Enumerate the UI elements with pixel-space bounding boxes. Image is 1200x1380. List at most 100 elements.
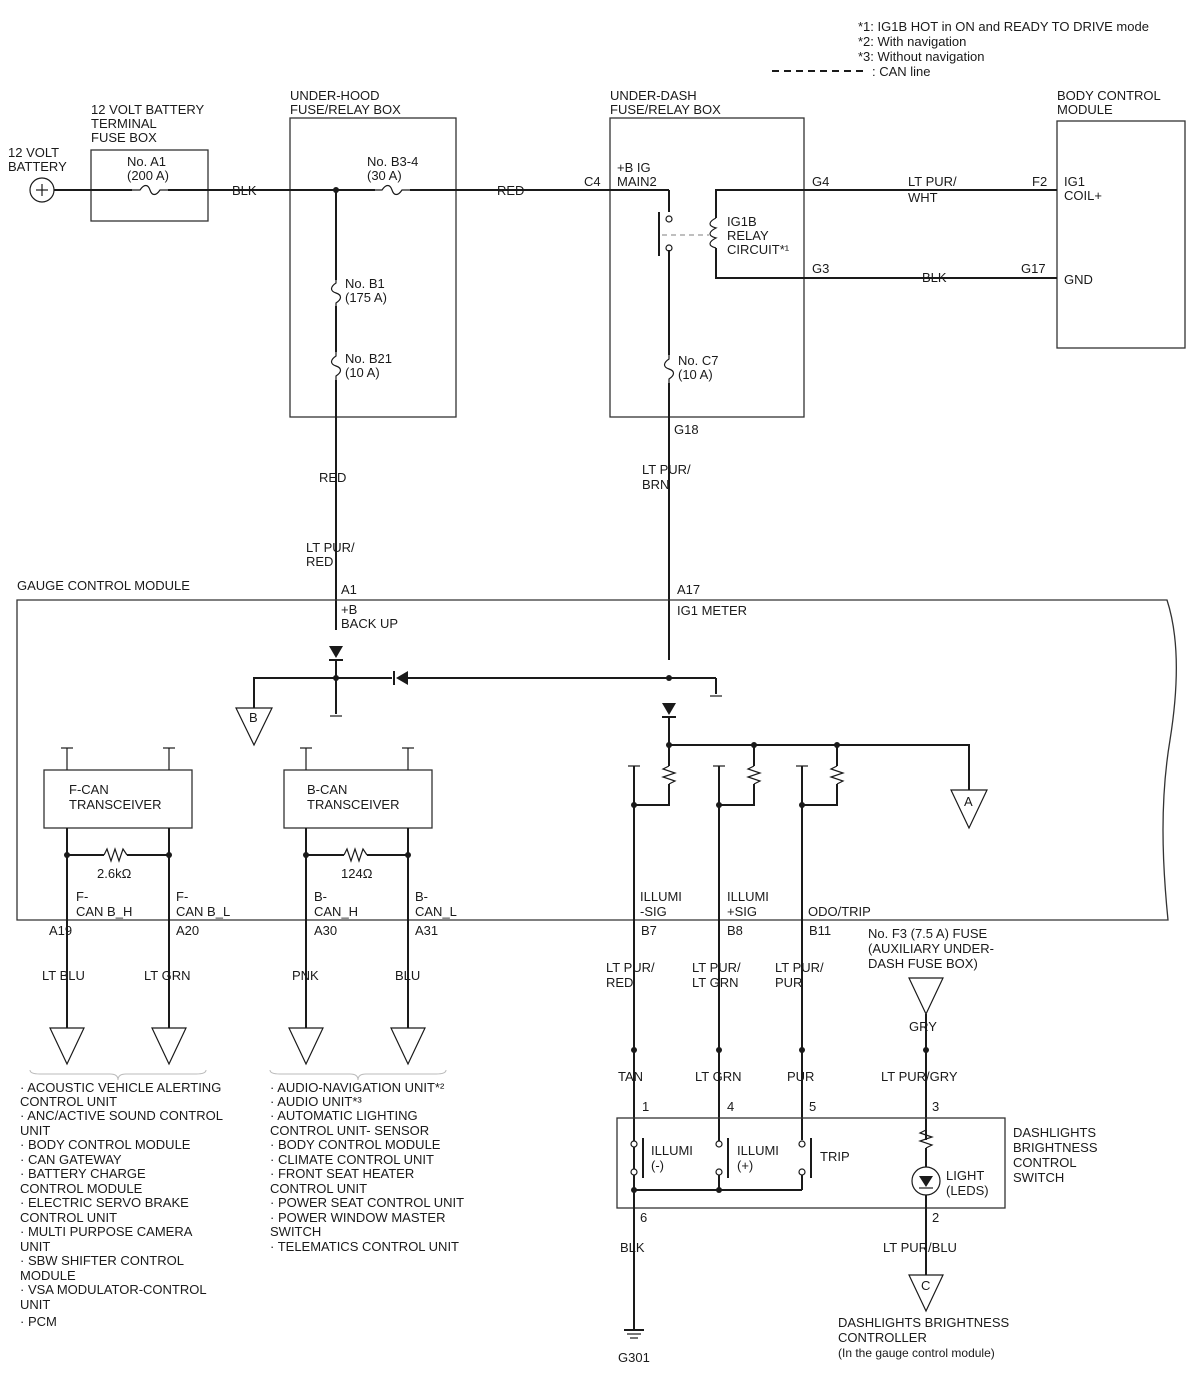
under-dash-fuse-box: UNDER-DASH FUSE/RELAY BOX +B IG MAIN2 IG… bbox=[609, 88, 805, 418]
body-control-module: BODY CONTROL MODULE IG1 COIL+ GND bbox=[1056, 88, 1186, 349]
connector-a-triangle bbox=[950, 789, 988, 830]
controller-c-triangle bbox=[908, 1274, 944, 1313]
bcan-transceiver-box bbox=[283, 769, 433, 829]
main2-label-2: MAIN2 bbox=[617, 174, 657, 189]
fcan-node-line: · MULTI PURPOSE CAMERA bbox=[20, 1224, 193, 1239]
connector-g18: G18 bbox=[674, 422, 699, 437]
illumi-minus-label-2: (-) bbox=[651, 1158, 664, 1173]
fcan-termination-resistor bbox=[103, 847, 128, 863]
bcan-l-triangle bbox=[390, 1027, 426, 1066]
light-label-2: (LEDS) bbox=[946, 1183, 989, 1198]
illumi-sig-label-1: ILLUMI bbox=[640, 889, 682, 904]
wire-gry: GRY bbox=[909, 1019, 937, 1034]
f3-fuse-line-2: (AUXILIARY UNDER- bbox=[868, 941, 994, 956]
switch-pin-4: 4 bbox=[727, 1099, 734, 1114]
legend-note-2: *2: With navigation bbox=[858, 34, 966, 49]
fuse-a1-name: No. A1 bbox=[127, 154, 166, 169]
legend-note-3: *3: Without navigation bbox=[858, 49, 984, 64]
fcan-transceiver-label-1: F-CAN bbox=[69, 782, 109, 797]
connector-c4: C4 bbox=[584, 174, 601, 189]
pullup-resistor-illumi-sig bbox=[661, 765, 677, 785]
connector-a31: A31 bbox=[415, 923, 438, 938]
connector-b-label: B bbox=[249, 710, 258, 725]
bcan-node-line: · AUDIO-NAVIGATION UNIT*² bbox=[270, 1080, 445, 1095]
wire-lt-pur-brn-2: BRN bbox=[642, 477, 669, 492]
wire-tan: TAN bbox=[618, 1069, 643, 1084]
wire-lt-pur-gry: LT PUR/GRY bbox=[881, 1069, 958, 1084]
dash-switch-title-1: DASHLIGHTS bbox=[1013, 1125, 1096, 1140]
fuse-b21-rating: (10 A) bbox=[345, 365, 380, 380]
wire-lt-pur-blu: LT PUR/BLU bbox=[883, 1240, 957, 1255]
fuse-b1-icon bbox=[330, 280, 342, 306]
wire-lt-pur-red-2: RED bbox=[306, 554, 333, 569]
wire-red-down: RED bbox=[319, 470, 346, 485]
fcan-node-line: · ELECTRIC SERVO BRAKE bbox=[20, 1195, 189, 1210]
fcan-l-triangle bbox=[151, 1027, 187, 1066]
wire-lt-pur-red-1: LT PUR/ bbox=[306, 540, 355, 555]
fuse-a1-rating: (200 A) bbox=[127, 168, 169, 183]
backup-label-2: BACK UP bbox=[341, 616, 398, 631]
relay-contact-terminal-top bbox=[665, 215, 673, 223]
wire-lt-blu: LT BLU bbox=[42, 968, 85, 983]
fcan-node-line: · ACOUSTIC VEHICLE ALERTING bbox=[20, 1080, 221, 1095]
battery-label-2: BATTERY bbox=[8, 159, 67, 174]
illumi-plus-label-2: (+) bbox=[737, 1158, 753, 1173]
bcan-node-line: · AUTOMATIC LIGHTING bbox=[270, 1108, 418, 1123]
fuse-c7-rating: (10 A) bbox=[678, 367, 713, 382]
connector-f2: F2 bbox=[1032, 174, 1047, 189]
under-dash-title-1: UNDER-DASH bbox=[610, 88, 697, 103]
f3-fuse-line-1: No. F3 (7.5 A) FUSE bbox=[868, 926, 988, 941]
fcan-node-line: CONTROL UNIT bbox=[20, 1210, 117, 1225]
bcan-node-line: CONTROL UNIT bbox=[270, 1181, 367, 1196]
trip-label: TRIP bbox=[820, 1149, 850, 1164]
bcan-node-line: · POWER WINDOW MASTER bbox=[270, 1210, 446, 1225]
fuse-a1-icon bbox=[132, 184, 168, 196]
illumi-sig-label-2: -SIG bbox=[640, 904, 667, 919]
wire-pnk: PNK bbox=[292, 968, 319, 983]
fuse-b34-name: No. B3-4 bbox=[367, 154, 418, 169]
terminal-fuse-box-title-2: TERMINAL bbox=[91, 116, 157, 131]
dashlights-switch: DASHLIGHTS BRIGHTNESS CONTROL SWITCH 1 4… bbox=[616, 1099, 1098, 1275]
bcan-transceiver-label-1: B-CAN bbox=[307, 782, 347, 797]
under-hood-title-1: UNDER-HOOD bbox=[290, 88, 380, 103]
ig1-diode-icon bbox=[662, 703, 676, 715]
wire-lt-grn: LT GRN bbox=[144, 968, 190, 983]
dashlights-switch-outline bbox=[616, 1117, 1006, 1209]
wire-lt-pur-wht-2: WHT bbox=[908, 190, 938, 205]
switch-pin-3: 3 bbox=[932, 1099, 939, 1114]
light-label-1: LIGHT bbox=[946, 1168, 984, 1183]
ground-and-controller: BLK G301 LT PUR/BLU C DASHLIGHTS BRIGHTN… bbox=[618, 1206, 1010, 1365]
fcan-node-list: · ACOUSTIC VEHICLE ALERTING CONTROL UNIT… bbox=[20, 1080, 223, 1329]
gauge-control-module: GAUGE CONTROL MODULE A1 A17 +B BACK UP I… bbox=[16, 578, 1178, 1206]
connector-g4: G4 bbox=[812, 174, 829, 189]
bcm-ig1-label-1: IG1 bbox=[1064, 174, 1085, 189]
switch-pin-6: 6 bbox=[640, 1210, 647, 1225]
terminal-fuse-box-title-3: FUSE BOX bbox=[91, 130, 157, 145]
fcan-node-line: · VSA MODULATOR-CONTROL bbox=[20, 1282, 207, 1297]
under-hood-fuse-box: UNDER-HOOD FUSE/RELAY BOX No. B3-4 (30 A… bbox=[289, 88, 457, 418]
f3-feed-triangle bbox=[908, 977, 944, 1016]
bcan-node-line: · POWER SEAT CONTROL UNIT bbox=[270, 1195, 464, 1210]
dash-switch-title-4: SWITCH bbox=[1013, 1170, 1064, 1185]
relay-label-1: IG1B bbox=[727, 214, 757, 229]
connector-g17: G17 bbox=[1021, 261, 1046, 276]
wire-b8-1: LT PUR/ bbox=[692, 960, 741, 975]
under-dash-box-outline bbox=[609, 117, 805, 418]
wire-blk-battery: BLK bbox=[232, 183, 257, 198]
bcan-node-line: · FRONT SEAT HEATER bbox=[270, 1166, 414, 1181]
fuse-b21-icon bbox=[330, 352, 342, 380]
fuse-c7-icon bbox=[663, 355, 675, 383]
connector-a1: A1 bbox=[341, 582, 357, 597]
fcan-transceiver-label-2: TRANSCEIVER bbox=[69, 797, 161, 812]
connector-a17: A17 bbox=[677, 582, 700, 597]
connector-b7: B7 bbox=[641, 923, 657, 938]
wire-lt-grn-switch: LT GRN bbox=[695, 1069, 741, 1084]
under-dash-title-2: FUSE/RELAY BOX bbox=[610, 102, 721, 117]
bcan-termination-resistor bbox=[343, 847, 368, 863]
connector-b11: B11 bbox=[809, 923, 831, 938]
wire-lt-pur-brn-1: LT PUR/ bbox=[642, 462, 691, 477]
controller-line-3: (In the gauge control module) bbox=[838, 1346, 995, 1360]
fcan-resistor-value: 2.6kΩ bbox=[97, 866, 132, 881]
fcan-node-line: · PCM bbox=[20, 1314, 57, 1329]
connector-a20: A20 bbox=[176, 923, 199, 938]
